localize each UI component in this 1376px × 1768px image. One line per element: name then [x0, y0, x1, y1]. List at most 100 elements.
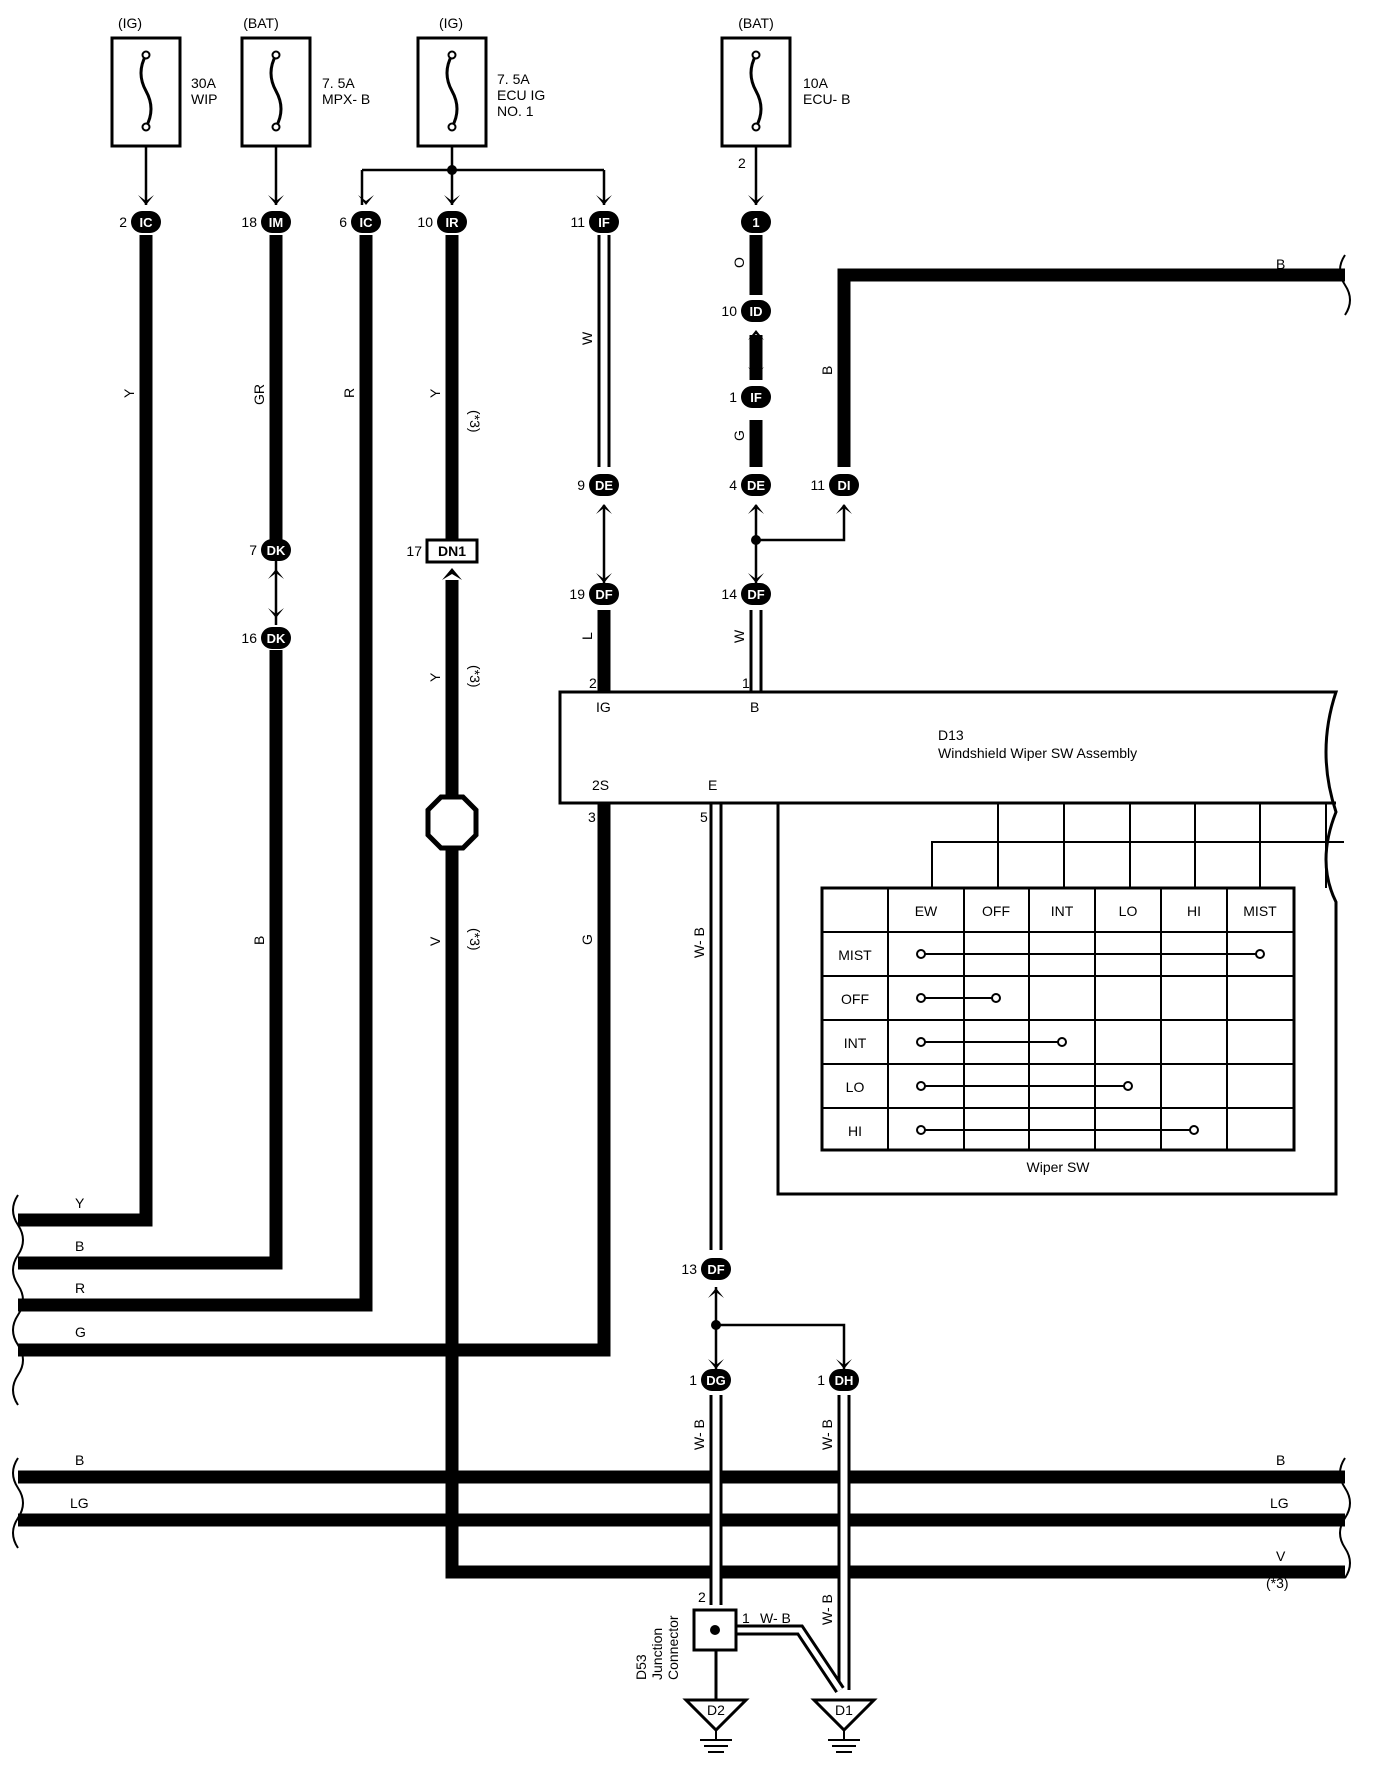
wire-color-label: W [731, 629, 747, 643]
table-column-header: LO [1119, 903, 1138, 919]
connector-code: IC [140, 215, 154, 230]
wire-g [18, 803, 611, 1357]
wire-color-label: G [579, 934, 595, 945]
note-star3: (*3) [467, 410, 483, 433]
connector-body [131, 211, 161, 233]
wire-color-label: R [341, 388, 357, 398]
connector-pin: 11 [810, 477, 825, 493]
pin-label: IG [596, 699, 611, 715]
connector-body [261, 211, 291, 233]
connector-body [829, 1369, 859, 1391]
connector-dh-1: DH 1 [817, 1359, 859, 1391]
wiper-switch-table: EW OFF INT LO HI MIST MIST OFF INT LO HI… [820, 886, 1296, 1175]
wire-color-label: V [427, 936, 443, 946]
connector-dg-1: DG 1 [689, 1359, 731, 1391]
arrow-up-icon [596, 504, 612, 514]
fuse-wip: (IG) 30A WIP [110, 15, 217, 148]
fuse-rating: 7. 5A [322, 75, 355, 91]
connector-dk-16: DK 16 [241, 608, 291, 649]
wire-color-label: B [819, 366, 835, 375]
connector-code: DH [835, 1373, 854, 1388]
fuse-icon [445, 54, 459, 128]
ground-d1: D1 [810, 1698, 878, 1753]
pin-number: 1 [742, 1610, 750, 1626]
bus-terminations [12, 254, 1351, 1579]
connector-pin: 14 [721, 586, 737, 602]
wire-y [18, 235, 153, 1227]
connector-body [741, 386, 771, 408]
splice-point [711, 1320, 721, 1330]
wire-r [18, 235, 373, 1312]
table-column-header: HI [1187, 903, 1201, 919]
connector-di-11: DI 11 [810, 474, 859, 514]
arrow-down-icon [748, 195, 764, 205]
switch-connection-point [916, 993, 926, 1003]
switch-connection-point [916, 1037, 926, 1047]
wire-color-label: W- B [691, 927, 707, 958]
connector-pin: 1 [689, 1372, 697, 1388]
wire-wb4-outline [734, 1624, 845, 1694]
wire [716, 1323, 846, 1372]
connector-code: 1 [752, 215, 759, 230]
wavy-break-icon [12, 1194, 24, 1406]
component-id: D13 [938, 727, 964, 743]
fuse-ecu-b: (BAT) 10A ECU- B 2 [720, 15, 850, 171]
fuse-name: ECU- B [803, 91, 850, 107]
arrow-up-icon [442, 568, 462, 580]
fuse-icon [269, 54, 283, 128]
fuse-name: ECU IG [497, 87, 545, 103]
ground-icon [810, 1698, 878, 1733]
splice-point [751, 535, 761, 545]
fuse-source-label: (IG) [118, 15, 142, 31]
connector-pin: 19 [569, 586, 585, 602]
pin-label: 2S [592, 777, 609, 793]
arrow-down-icon [836, 1359, 852, 1369]
arrow-up-icon [268, 569, 284, 579]
arrow-down-icon [596, 573, 612, 583]
note-star3: (*3) [467, 928, 483, 951]
fuse-icon [749, 54, 763, 128]
wavy-break-icon [1339, 1457, 1351, 1579]
bus-label: B [75, 1238, 84, 1254]
connector-if-11: IF 11 [570, 195, 619, 233]
arrow-up-icon [836, 504, 852, 514]
white-wires [597, 235, 851, 1700]
connector-code: IM [269, 215, 283, 230]
fuse-source-label: (BAT) [243, 15, 279, 31]
wire-v [445, 850, 1345, 1579]
bus-label: B [75, 1452, 84, 1468]
pin-number: 3 [588, 809, 596, 825]
fuse-rating: 7. 5A [497, 71, 530, 87]
connector-pin: 17 [406, 543, 422, 559]
connector-body [589, 211, 619, 233]
connector-pin: 18 [241, 214, 257, 230]
fuse-pin: 2 [738, 155, 746, 171]
bus-label: LG [70, 1495, 89, 1511]
wire-color-label: GR [251, 384, 267, 405]
ground-symbol-icon [700, 1730, 732, 1753]
wire-color-label: Y [427, 388, 443, 398]
connector-body [351, 211, 381, 233]
table-column-header: MIST [1243, 903, 1277, 919]
wire-color-label: B [251, 936, 267, 945]
switch-connection-point [1189, 1125, 1199, 1135]
connector-code: IF [750, 390, 762, 405]
arrow-down-icon [358, 195, 374, 205]
table-connections [916, 949, 1265, 1135]
ground-icon [682, 1698, 750, 1733]
connector-code: DF [595, 587, 612, 602]
arrow-down-icon [444, 195, 460, 205]
fuse-ecu-ig-no1: (IG) 7. 5A ECU IG NO. 1 [416, 15, 545, 148]
connector-code: DK [267, 631, 286, 646]
arrow-up-icon [748, 330, 764, 340]
ground-label: D2 [707, 1702, 725, 1718]
wire-wb4-fill [734, 1627, 843, 1692]
connector-body [261, 539, 291, 561]
bus-label: LG [1270, 1495, 1289, 1511]
fuse-name: MPX- B [322, 91, 370, 107]
connector-ic-6: IC 6 [339, 195, 381, 233]
bus-label: R [75, 1280, 85, 1296]
bus-labels: Y B R G B LG B LG V (*3) [70, 1195, 1289, 1591]
pin-number: 1 [742, 675, 750, 691]
